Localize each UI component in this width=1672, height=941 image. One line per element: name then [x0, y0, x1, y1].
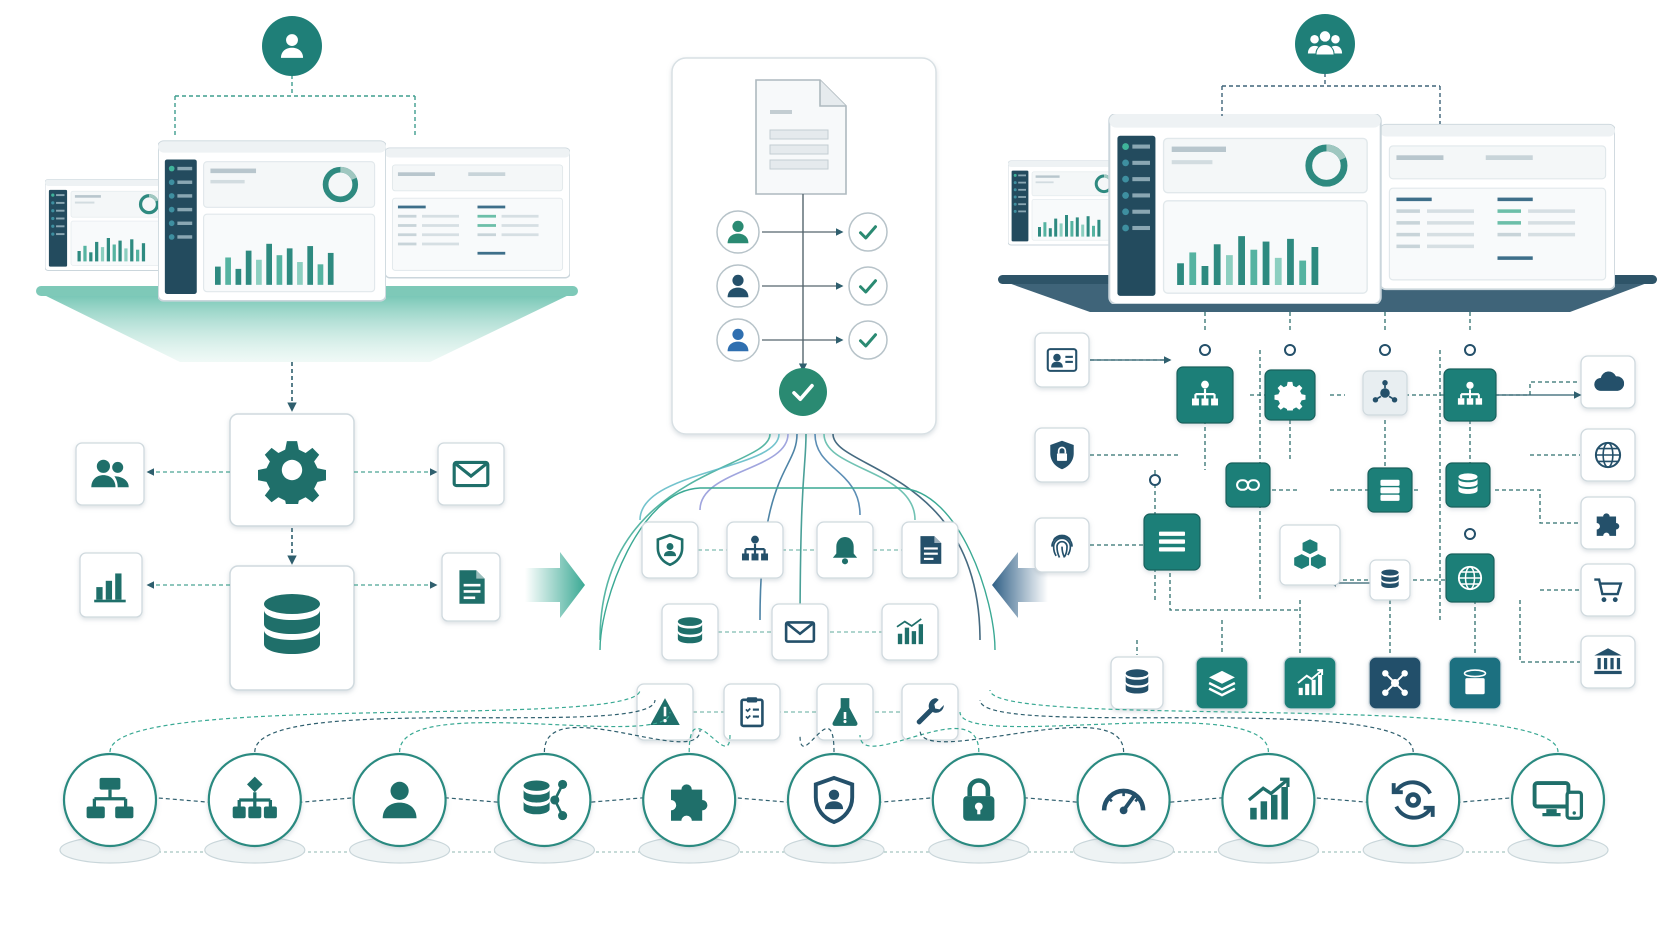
gear-icon [258, 441, 326, 504]
approval-card [671, 57, 937, 435]
right-side-tile [1580, 635, 1636, 689]
right-group-connector [1221, 66, 1441, 124]
right-left-tile [1034, 517, 1090, 573]
fan-connector [799, 433, 807, 641]
fan-connector [823, 433, 916, 521]
mail-tile [437, 442, 505, 506]
capability-circle [1510, 752, 1606, 848]
center-frame-line [599, 487, 996, 651]
network-wire [1204, 420, 1471, 470]
right-group-badge [1295, 14, 1355, 74]
capability-to-hub-link [688, 728, 731, 753]
right-network [1034, 312, 1636, 710]
puzzle-icon [1596, 513, 1620, 536]
capability-to-hub-link [254, 699, 656, 753]
bottom-capability-row [59, 689, 1609, 864]
left-platform [38, 292, 575, 362]
server-icon [1380, 479, 1400, 501]
document-fold [819, 80, 846, 107]
database-icon [1125, 669, 1149, 694]
junction-dot [1464, 528, 1476, 540]
capability-to-hub-link [919, 726, 1125, 753]
final-approval-badge [779, 368, 827, 416]
center-hub [599, 433, 1048, 741]
database-icon [1381, 569, 1399, 589]
junction-dot [1199, 344, 1211, 356]
database-icon [264, 594, 320, 654]
database-icon [1458, 473, 1478, 494]
capability-circle [1221, 752, 1316, 848]
dashboard-window-left [45, 180, 175, 271]
capability-to-hub-link [959, 711, 1269, 753]
left-inflow-arrow [525, 552, 585, 618]
center-tile [881, 603, 939, 661]
capability-to-hub-link [399, 711, 671, 753]
list-icon [1158, 531, 1186, 552]
network-node [1279, 524, 1341, 586]
right-inflow-arrow [992, 552, 1048, 618]
network-wire [1136, 545, 1476, 655]
network-wire [1204, 312, 1471, 330]
right-dashboard-window-main [1109, 114, 1380, 304]
capability-to-hub-link [109, 689, 641, 753]
capability-circle [1076, 752, 1171, 848]
fan-connector [599, 433, 771, 641]
dashboard-window-main [158, 141, 386, 301]
center-tile [771, 603, 829, 661]
fan-connector [639, 433, 780, 521]
center-tile [723, 683, 781, 741]
database-icon [677, 617, 703, 644]
fan-connector [699, 433, 789, 511]
left-cluster [36, 16, 585, 691]
approval-status-badge [848, 320, 888, 360]
capability-to-hub-link [543, 726, 701, 753]
capability-to-hub-link [979, 699, 1414, 753]
junction-dot [1284, 344, 1296, 356]
gear-icon [1274, 381, 1306, 411]
users-tile [75, 442, 145, 506]
right-dashboard-window-right [1380, 123, 1615, 291]
network-wire [1495, 381, 1580, 663]
dashboard-window-right [385, 147, 570, 279]
capability-to-hub-link [799, 727, 835, 753]
right-side-tile [1580, 563, 1636, 617]
approval-status-badge [848, 266, 888, 306]
junction-dot [1379, 344, 1391, 356]
capability-to-hub-link [859, 728, 980, 753]
fan-connector [814, 433, 861, 516]
junction-dot [1149, 474, 1161, 486]
capability-to-hub-link [989, 689, 1559, 753]
puzzle-icon [671, 784, 708, 821]
approval-steps [716, 210, 888, 362]
right-cluster [998, 14, 1657, 710]
fan-connector [832, 433, 981, 641]
center-icon-grid [636, 521, 959, 741]
left-user-connector [174, 68, 416, 135]
junction-dot [1464, 344, 1476, 356]
document-icon [920, 536, 942, 564]
approval-status-badge [848, 212, 888, 252]
document-icon [459, 570, 485, 604]
right-bottom-tile [1283, 656, 1337, 710]
right-left-tile [1034, 332, 1090, 388]
